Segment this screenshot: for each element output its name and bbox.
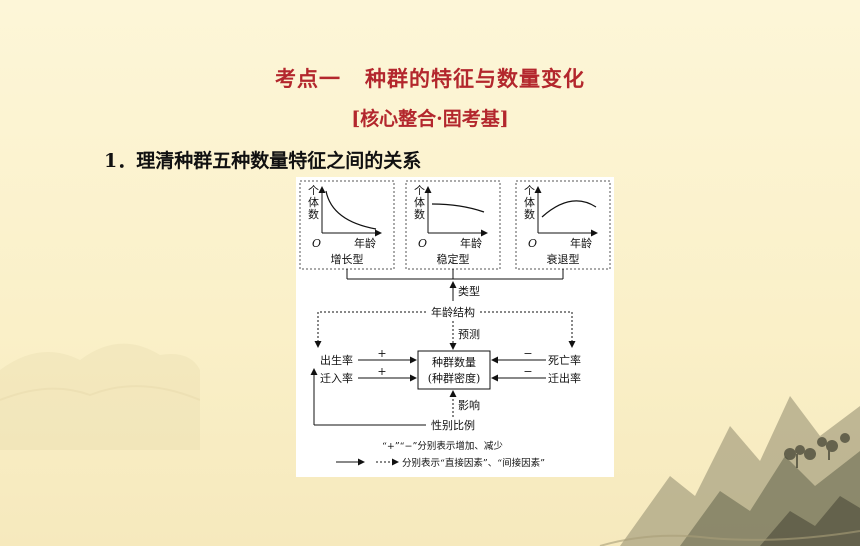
landscape-painting-decoration — [599, 396, 860, 546]
graph-2-xlabel: 年龄 — [460, 236, 482, 250]
minus-sign-2: − — [523, 365, 532, 378]
graph-3-origin: O — [528, 237, 537, 250]
graph-3-ylabel-3: 数 — [524, 208, 535, 221]
immigration-rate-label: 迁入率 — [320, 371, 353, 385]
graph-1-ylabel-1: 个 — [308, 184, 319, 197]
graph-growing: 个 体 数 O 年龄 增长型 — [299, 180, 395, 270]
sex-ratio-label: 性别比例 — [431, 418, 475, 432]
predict-label: 预测 — [458, 328, 480, 341]
graph-2-ylabel-1: 个 — [414, 184, 425, 197]
population-features-diagram: 个 体 数 O 年龄 增长型 个 体 数 O 年龄 稳定型 个 体 数 O 年龄… — [296, 177, 614, 477]
graph-stable: 个 体 数 O 年龄 稳定型 — [405, 180, 501, 270]
declining-curve — [541, 200, 597, 218]
cloud-decoration — [0, 343, 200, 450]
birth-rate-label: 出生率 — [320, 353, 353, 367]
graph-3-xlabel: 年龄 — [570, 236, 592, 250]
graph-1-origin: O — [312, 237, 321, 250]
center-line1: 种群数量 — [432, 355, 476, 369]
graph-1-caption: 增长型 — [331, 252, 364, 266]
legend-line1: “+”“−”分别表示增加、减少 — [382, 440, 503, 452]
center-line2: (种群密度) — [428, 371, 481, 385]
section-heading: 1．理清种群五种数量特征之间的关系 — [104, 150, 422, 172]
emigration-rate-label: 迁出率 — [548, 371, 581, 385]
graph-3-caption: 衰退型 — [547, 252, 580, 266]
title-part1: 考点一 — [275, 66, 341, 91]
population-size-box — [417, 350, 491, 390]
graph-declining: 个 体 数 O 年龄 衰退型 — [515, 180, 611, 270]
legend-line2: 分别表示“直接因素”、“间接因素” — [402, 457, 545, 469]
minus-sign-1: − — [523, 347, 532, 360]
stable-curve — [431, 203, 485, 213]
age-structure-label: 年龄结构 — [431, 305, 475, 319]
section-subtitle: [核心整合·固考基] — [351, 108, 509, 130]
graph-2-origin: O — [418, 237, 427, 250]
type-label: 类型 — [458, 284, 480, 298]
graph-1-ylabel-3: 数 — [308, 208, 319, 221]
plus-sign-1: + — [377, 347, 386, 360]
graph-2-ylabel-3: 数 — [414, 208, 425, 221]
death-rate-label: 死亡率 — [548, 353, 581, 367]
graph-2-caption: 稳定型 — [437, 252, 470, 266]
graph-3-ylabel-2: 体 — [524, 195, 535, 209]
graph-3-ylabel-1: 个 — [524, 184, 535, 197]
graph-2-ylabel-2: 体 — [414, 195, 425, 209]
plus-sign-2: + — [377, 365, 386, 378]
influence-label: 影响 — [458, 399, 480, 412]
growing-curve — [325, 190, 377, 230]
page-title: 考点一种群的特征与数量变化 — [0, 63, 860, 93]
title-part2: 种群的特征与数量变化 — [365, 66, 585, 91]
graph-1-xlabel: 年龄 — [354, 236, 376, 250]
graph-1-ylabel-2: 体 — [308, 195, 319, 209]
